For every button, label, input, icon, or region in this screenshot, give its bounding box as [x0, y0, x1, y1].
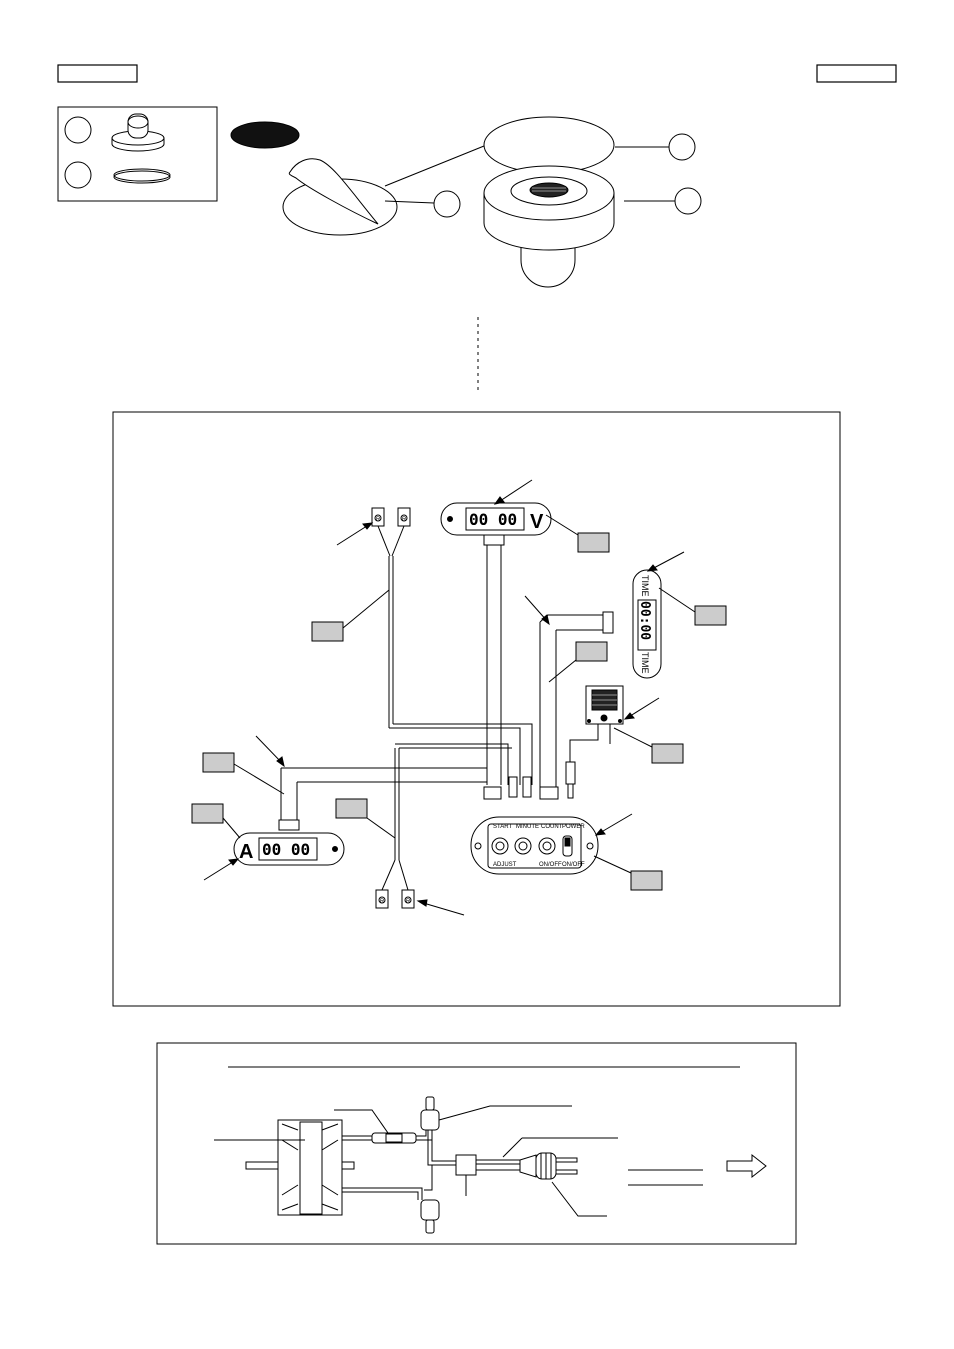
arrow-amp-display [203, 859, 237, 881]
connector-upper [420, 1109, 440, 1131]
wiring-panel [112, 411, 841, 1007]
parts-legend [57, 106, 218, 202]
panel-label-power: POWER [562, 824, 585, 830]
label-box-harness [202, 752, 235, 773]
callout-disc [668, 133, 696, 161]
label-box-panel [630, 870, 663, 891]
arrow-bottom-clips [419, 901, 465, 916]
count-button[interactable] [538, 837, 556, 855]
timer-word-bottom: TIME [640, 652, 650, 674]
disc-thumbnail-icon [113, 168, 171, 184]
connector-lower [420, 1199, 440, 1221]
volt-connector [483, 534, 505, 546]
label-box-timer [694, 605, 727, 626]
amp-digits: 00 00 [262, 840, 310, 859]
volt-digits: 00 00 [469, 510, 517, 529]
knob-thumbnail-icon [111, 113, 165, 152]
leader-cap [384, 200, 435, 204]
clip-top-left: R [371, 507, 385, 527]
power-plug [519, 1152, 578, 1180]
arrow-timer-display [649, 551, 685, 571]
timer-digits: 00:00 [637, 601, 652, 640]
panel-label-count: COUNT [541, 824, 563, 830]
clip-bottom-right: R [401, 889, 415, 909]
header-box-right [816, 64, 897, 83]
svg-text:R: R [376, 517, 381, 523]
label-box-clips-bottom [335, 798, 368, 819]
arrow-top-clips [336, 523, 371, 546]
clip-bottom-left: R [375, 889, 389, 909]
svg-text:R: R [402, 517, 407, 523]
clip-top-right: R [397, 507, 411, 527]
knob-cap-exploded [282, 158, 398, 236]
power-module [585, 685, 624, 725]
panel-label-onoff-2: ON/OFF [562, 862, 585, 868]
leader-plug [551, 1181, 607, 1217]
amp-connector [278, 819, 300, 831]
arrow-control-panel [597, 813, 633, 835]
label-box-power [651, 743, 684, 764]
amp-unit: A [239, 841, 253, 863]
knob-disc [483, 116, 615, 174]
label-box-volt [577, 532, 610, 553]
volt-unit: V [530, 511, 544, 533]
minute-button[interactable] [514, 837, 532, 855]
svg-text:R: R [406, 899, 411, 905]
arrow-volt-display [496, 479, 533, 504]
arrow-head-volt [493, 496, 505, 505]
label-box-timer-ribbon [575, 641, 608, 662]
cord-junction [455, 1154, 477, 1176]
harness-connector-2 [508, 776, 518, 798]
callout-body [674, 187, 702, 215]
knob-body [483, 165, 615, 288]
control-panel: START MINUTE COUNT POWER ADJUST ON/OFF O… [470, 816, 599, 875]
power-cord-panel [156, 1042, 797, 1245]
timer-display: TIME 00:00 TIME [632, 569, 662, 679]
amp-display: 00 00 A [233, 832, 345, 866]
legend-callout-2 [64, 161, 92, 189]
panel-label-start: START [493, 824, 512, 830]
fuse [371, 1132, 417, 1144]
panel-label-onoff-1: ON/OFF [539, 862, 562, 868]
label-box-clips-top [311, 621, 344, 642]
timer-word-top: TIME [640, 575, 650, 597]
svg-text:R: R [380, 899, 385, 905]
harness-connector-1 [483, 786, 502, 800]
volt-display: 00 00 V [440, 502, 552, 536]
callout-cap [433, 190, 461, 218]
panel-label-minute: MINUTE [516, 824, 539, 830]
legend-callout-1 [64, 116, 92, 144]
panel-label-adjust: ADJUST [493, 862, 517, 868]
callout-badge-black [230, 121, 300, 149]
label-box-amp [191, 803, 224, 824]
leader-volt [545, 514, 579, 536]
right-arrow-icon [726, 1153, 767, 1179]
leader-disc-to-cap [384, 145, 485, 187]
harness-connector-4 [539, 786, 559, 800]
start-button[interactable] [491, 837, 509, 855]
header-box-left [57, 64, 138, 83]
dc-plug-cable [565, 761, 576, 785]
harness-connector-3 [522, 776, 532, 798]
arrow-power-module [626, 697, 660, 719]
timer-ribbon-connector [602, 611, 614, 634]
transformer [245, 1119, 355, 1216]
